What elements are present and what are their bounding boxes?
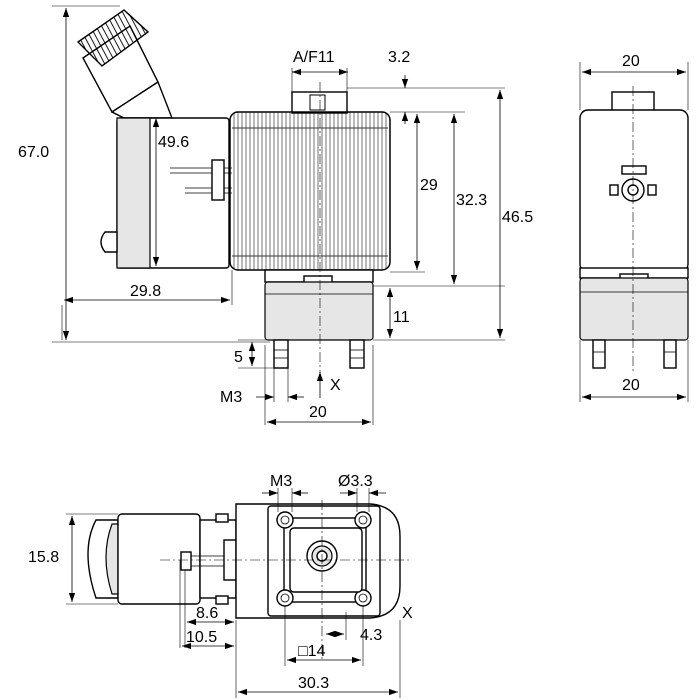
dim-coil-total: 32.3 <box>456 192 487 209</box>
top-valve-body <box>235 503 401 619</box>
connector-plug <box>76 9 232 269</box>
port-label-top: X <box>402 605 413 622</box>
dim-body-height: 11 <box>393 309 410 326</box>
dim-stem-height: 3.2 <box>388 49 410 66</box>
coil <box>229 91 391 271</box>
dim-square-pattern: □14 <box>298 643 326 660</box>
dim-stud-length: 5 <box>234 349 243 366</box>
dim-body-width: 20 <box>309 404 327 421</box>
dim-end-top-width: 20 <box>622 53 640 70</box>
dim-end-bottom-width: 20 <box>622 377 640 394</box>
top-connector-plug <box>87 513 237 605</box>
valve-body <box>264 269 374 369</box>
dim-top-thread: M3 <box>270 473 292 490</box>
dim-total-height: 46.5 <box>502 209 533 226</box>
dim-across-flats: A/F11 <box>293 49 335 66</box>
dim-pin-offset-2: 10.5 <box>186 629 217 646</box>
dim-hole-diameter: Ø3.3 <box>338 473 373 490</box>
dim-thread: M3 <box>220 389 242 406</box>
side-view: 67.0 49.6 29.8 A/F11 3.2 29 32.3 46.5 11… <box>18 5 533 426</box>
port-label-side: X <box>330 377 341 394</box>
top-view: M3 Ø3.3 15.8 8.6 10.5 □14 4.3 30.3 <box>28 473 413 698</box>
dim-height-overall: 67.0 <box>18 144 49 161</box>
dim-coil-height: 29 <box>420 177 438 194</box>
dim-total-length: 30.3 <box>298 675 329 692</box>
dim-port-offset: 4.3 <box>360 627 382 644</box>
dim-pin-offset-1: 8.6 <box>196 605 218 622</box>
end-view: 20 20 <box>579 53 689 402</box>
dim-connector-offset: 29.8 <box>130 283 161 300</box>
dim-connector-width: 15.8 <box>28 549 59 566</box>
dim-connector-height: 49.6 <box>158 134 189 151</box>
